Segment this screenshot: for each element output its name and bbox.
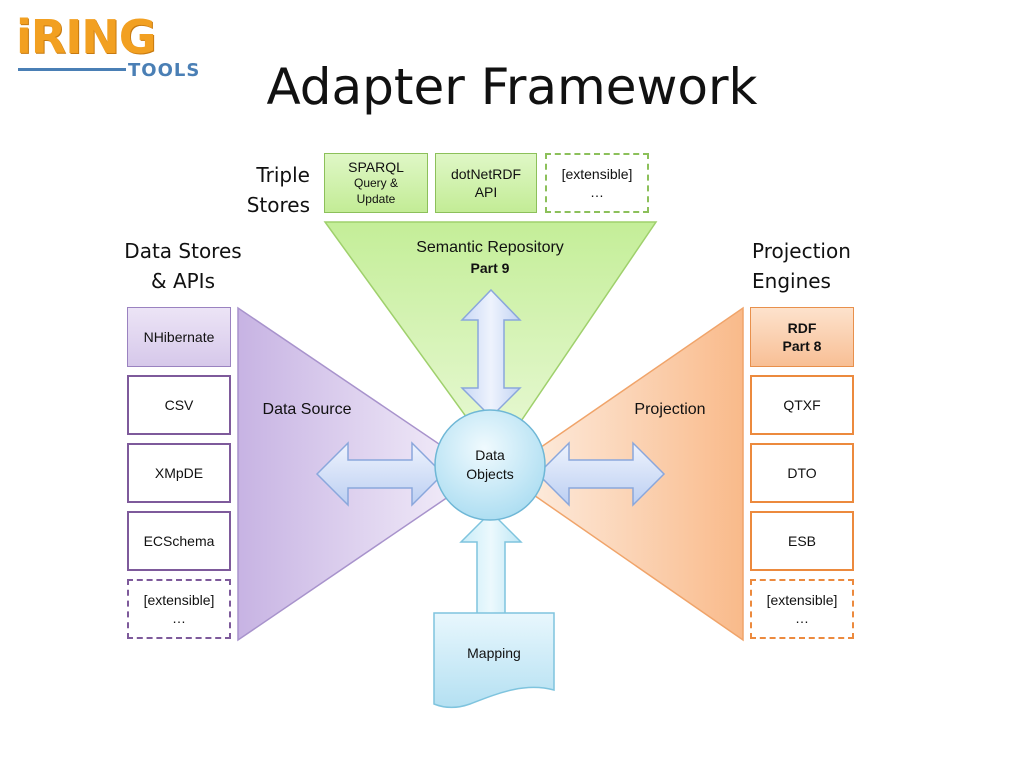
data-objects-label: Data Objects	[450, 446, 530, 484]
label-line: Part 9	[470, 260, 510, 276]
box-line: dotNetRDF	[450, 166, 522, 182]
label-line: Objects	[466, 466, 514, 482]
nhibernate-box: NHibernate	[127, 307, 231, 367]
mapping-document-shape	[433, 612, 555, 709]
page-title: Adapter Framework	[266, 58, 758, 116]
projection-extensible-box: [extensible] …	[750, 579, 854, 639]
iring-tools-logo: iRING TOOLS	[16, 10, 199, 81]
projection-label: Projection	[634, 401, 706, 418]
qtxf-box: QTXF	[750, 375, 854, 435]
esb-box: ESB	[750, 511, 854, 571]
sparql-box: SPARQL Query & Update	[324, 153, 428, 213]
ecschema-box: ECSchema	[127, 511, 231, 571]
caption-line: Data Stores	[124, 239, 242, 263]
semantic-repository-label: Semantic Repository Part 9	[380, 238, 600, 278]
triple-stores-caption: Triple Stores	[236, 160, 310, 220]
dto-box: DTO	[750, 443, 854, 503]
logo-word: iRING	[16, 10, 157, 64]
box-line: [extensible]	[766, 592, 838, 608]
logo-subword: TOOLS	[128, 60, 201, 81]
box-line: API	[474, 184, 498, 200]
projection-engines-caption: Projection Engines	[752, 236, 902, 296]
box-line: Part 8	[782, 338, 822, 354]
caption-line: & APIs	[150, 269, 215, 293]
box-line: …	[795, 610, 809, 626]
mapping-up-arrow-icon	[459, 510, 523, 619]
box-line: [extensible]	[143, 592, 215, 608]
box-line: …	[172, 610, 186, 626]
caption-line: Projection	[752, 239, 851, 263]
label-line: Semantic Repository	[416, 239, 564, 256]
caption-line: Engines	[752, 269, 831, 293]
box-line: RDF	[787, 320, 817, 336]
logo-underline	[18, 68, 126, 71]
caption-line: Stores	[246, 193, 310, 217]
data-source-label: Data Source	[262, 401, 352, 418]
data-stores-caption: Data Stores & APIs	[104, 236, 262, 296]
box-line: [extensible]	[561, 166, 633, 182]
box-line: SPARQL	[348, 159, 404, 175]
data-objects-circle	[434, 409, 546, 521]
label-line: Data	[475, 447, 505, 463]
mapping-label: Mapping	[467, 645, 521, 661]
dotnetrdf-box: dotNetRDF API	[435, 153, 537, 213]
rdf-part8-box: RDF Part 8	[750, 307, 854, 367]
box-line: Update	[356, 192, 396, 206]
triple-store-extensible-box: [extensible] …	[545, 153, 649, 213]
box-line: Query &	[353, 176, 398, 190]
xmpde-box: XMpDE	[127, 443, 231, 503]
caption-line: Triple	[256, 163, 310, 187]
data-store-extensible-box: [extensible] …	[127, 579, 231, 639]
box-line: …	[590, 184, 604, 200]
csv-box: CSV	[127, 375, 231, 435]
projection-double-arrow-icon	[536, 441, 666, 507]
